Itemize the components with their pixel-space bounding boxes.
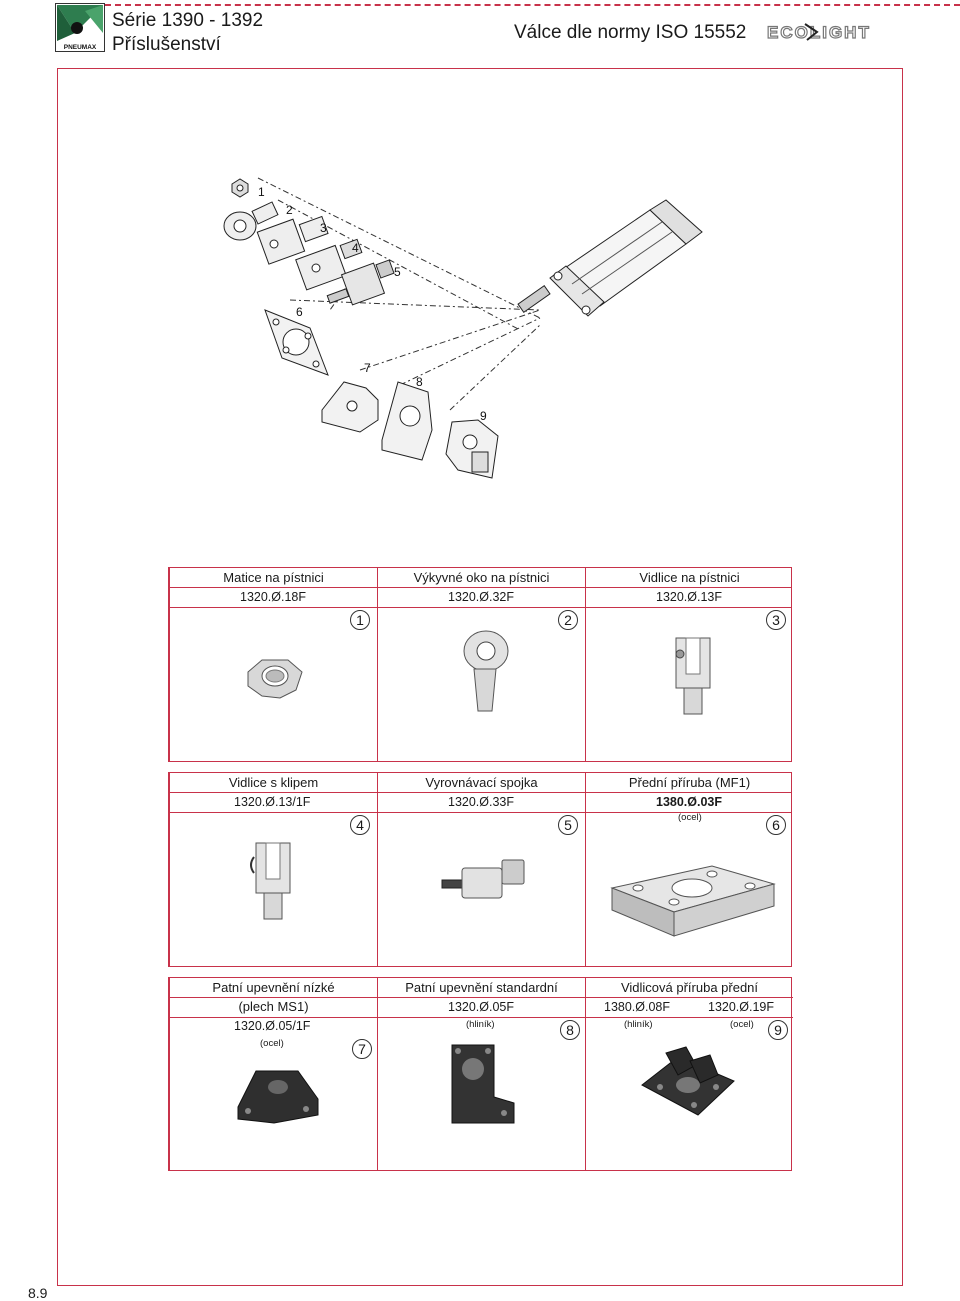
standard-foot-mount-icon xyxy=(451,1044,515,1124)
product-cell-8: Patní upevnění standardní 1320.Ø.05F (hl… xyxy=(377,977,585,1170)
product-code: 1320.Ø.32F xyxy=(448,590,515,604)
product-material: (ocel) xyxy=(260,1038,284,1049)
diagram-front-flange-icon xyxy=(264,309,329,376)
product-name: Vyrovnávací spojka xyxy=(425,775,538,790)
clip-clevis-icon xyxy=(250,842,291,920)
item-number: 2 xyxy=(558,610,578,630)
diagram-rod-eye-icon xyxy=(223,201,279,241)
accessories-grid-row-3: Patní upevnění nízké (plech MS1) 1320.Ø.… xyxy=(168,977,793,1171)
item-number: 1 xyxy=(350,610,370,630)
svg-text:PNEUMAX: PNEUMAX xyxy=(64,44,97,51)
diagram-low-foot-icon xyxy=(321,381,379,433)
series-block: Série 1390 - 1392 Příslušenství xyxy=(112,10,263,56)
product-material: (hliník) xyxy=(466,1019,495,1030)
product-code: 1320.Ø.13F xyxy=(656,590,723,604)
callout-8: 8 xyxy=(416,375,423,389)
item-number: 9 xyxy=(768,1020,788,1040)
product-material-2: (ocel) xyxy=(730,1019,754,1030)
clevis-flange-icon xyxy=(641,1046,735,1116)
product-cell-7: Patní upevnění nízké (plech MS1) 1320.Ø.… xyxy=(169,977,377,1170)
page-number: 8.9 xyxy=(28,1285,48,1301)
product-cell-5: Vyrovnávací spojka 1320.Ø.33F 5 xyxy=(377,772,585,966)
self-aligning-coupling-icon xyxy=(441,859,525,899)
product-code: 1380.Ø.03F xyxy=(656,795,723,809)
product-code: 1320.Ø.18F xyxy=(240,590,307,604)
series-title: Série 1390 - 1392 xyxy=(112,10,264,31)
callout-2: 2 xyxy=(286,203,293,217)
callout-4: 4 xyxy=(352,241,359,255)
diagram-clevis-flange-icon xyxy=(445,419,499,479)
clevis-icon xyxy=(675,637,711,715)
rod-eye-icon xyxy=(463,630,509,712)
product-name: Patní upevnění standardní xyxy=(405,980,558,995)
page-header: PNEUMAX Série 1390 - 1392 Příslušenství … xyxy=(0,0,960,60)
content-frame xyxy=(57,68,903,1286)
product-cell-6: Přední příruba (MF1) 1380.Ø.03F (ocel) 6 xyxy=(585,772,793,966)
accessories-grid-row-1: Matice na pístnici 1320.Ø.18F 1 Výkyvné … xyxy=(168,567,792,762)
product-code: 1380.Ø.08F xyxy=(604,1000,671,1014)
product-material: (hliník) xyxy=(624,1019,653,1030)
pneumax-logo: PNEUMAX xyxy=(55,3,105,52)
item-number: 4 xyxy=(350,815,370,835)
diagram-clip-clevis-icon xyxy=(295,238,363,291)
product-name: Patní upevnění nízké xyxy=(212,980,335,995)
diagram-clevis-icon xyxy=(256,215,329,265)
callout-5: 5 xyxy=(394,265,401,279)
product-cell-4: Vidlice s klipem 1320.Ø.13/1F 4 xyxy=(169,772,377,966)
product-cell-2: Výkyvné oko na pístnici 1320.Ø.32F 2 xyxy=(377,567,585,761)
product-code: 1320.Ø.05F xyxy=(448,1000,515,1014)
product-cell-3: Vidlice na pístnici 1320.Ø.13F 3 xyxy=(585,567,793,761)
product-cell-9: Vidlicová příruba přední 1380.Ø.08F 1320… xyxy=(585,977,793,1170)
item-number: 3 xyxy=(766,610,786,630)
product-name: Přední příruba (MF1) xyxy=(628,775,751,790)
item-number: 6 xyxy=(766,815,786,835)
section-title: Příslušenství xyxy=(112,34,221,55)
front-flange-icon xyxy=(610,865,776,937)
callout-9: 9 xyxy=(480,409,487,423)
page-title: Válce dle normy ISO 15552 xyxy=(514,22,747,43)
exploded-assembly-diagram: 1 2 3 4 5 6 7 8 9 xyxy=(223,177,703,479)
accessories-grid-row-2: Vidlice s klipem 1320.Ø.13/1F 4 Vyrovnáv… xyxy=(168,772,792,967)
product-cell-1: Matice na pístnici 1320.Ø.18F 1 xyxy=(169,567,377,761)
item-number: 7 xyxy=(352,1039,372,1059)
callout-7: 7 xyxy=(364,361,371,375)
product-code: 1320.Ø.13/1F xyxy=(234,795,311,809)
callout-1: 1 xyxy=(258,185,265,199)
product-name-2: (plech MS1) xyxy=(238,999,309,1014)
product-name: Matice na pístnici xyxy=(223,570,324,585)
product-name: Výkyvné oko na pístnici xyxy=(413,570,550,585)
ecolight-logo: ECOLIGHT xyxy=(767,22,871,42)
svg-text:ECOLIGHT: ECOLIGHT xyxy=(767,23,871,42)
product-name: Vidlicová příruba přední xyxy=(620,980,759,995)
item-number: 5 xyxy=(558,815,578,835)
product-code: 1320.Ø.05/1F xyxy=(234,1019,311,1033)
product-code-2: 1320.Ø.19F xyxy=(708,1000,775,1014)
product-code: 1320.Ø.33F xyxy=(448,795,515,809)
callout-6: 6 xyxy=(296,305,303,319)
callout-3: 3 xyxy=(320,221,327,235)
diagram-standard-foot-icon xyxy=(381,381,433,461)
item-number: 8 xyxy=(560,1020,580,1040)
product-material: (ocel) xyxy=(678,812,702,823)
diagram-coupling-icon xyxy=(326,259,395,306)
header-rule xyxy=(105,4,960,6)
diagram-nut-icon xyxy=(231,178,249,198)
diagram-cylinder-icon xyxy=(517,199,703,317)
low-foot-mount-icon xyxy=(237,1070,319,1124)
product-name: Vidlice na pístnici xyxy=(639,570,740,585)
product-name: Vidlice s klipem xyxy=(228,775,319,790)
hex-nut-icon xyxy=(247,659,303,699)
